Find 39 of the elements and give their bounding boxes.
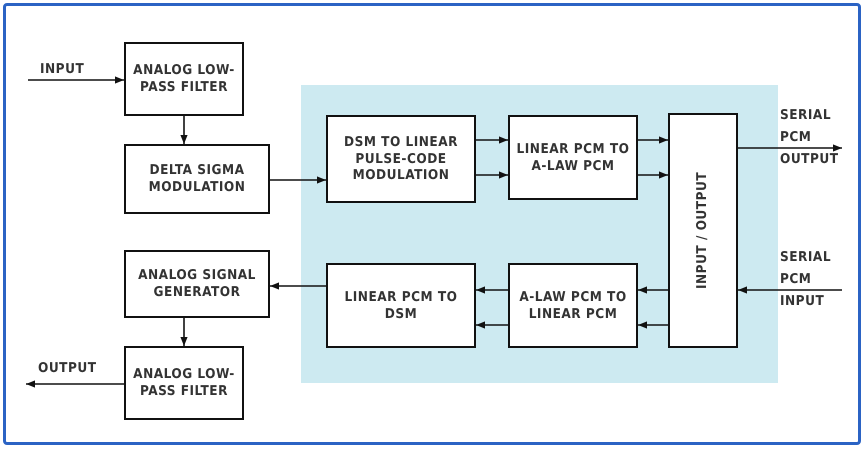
box-label: ANALOG SIGNAL GENERATOR [137,267,257,301]
box-label: DELTA SIGMA MODULATION [148,162,246,196]
shaded-region [301,85,778,383]
signal-label: OUTPUT [38,357,100,379]
arrow [476,321,508,329]
process-box [124,250,270,318]
box-label: ANALOG LOW-PASS FILTER [132,62,236,96]
signal-label: INPUT [40,58,96,80]
arrow [638,136,668,144]
arrow [476,136,508,144]
arrow [180,116,188,144]
arrow [270,282,326,290]
process-box [124,346,244,420]
signal-label: SERIAL PCM INPUT [780,246,842,312]
signal-label: SERIAL PCM OUTPUT [780,104,842,170]
box-label: ANALOG LOW-PASS FILTER [132,366,236,400]
arrow [738,144,842,152]
arrow [270,176,326,184]
arrow [476,171,508,179]
process-box [124,144,270,214]
arrow [180,318,188,346]
process-box [668,113,738,348]
arrow [638,321,668,329]
arrow [638,171,668,179]
arrow [28,76,124,84]
box-label: LINEAR PCM TO A-LAW PCM [516,140,630,174]
box-label: INPUT / OUTPUT [694,170,712,292]
box-label: A-LAW PCM TO LINEAR PCM [518,288,628,322]
process-box [124,42,244,116]
box-label: LINEAR PCM TO DSM [344,288,458,322]
arrow [738,286,842,294]
process-box [326,115,476,203]
process-box [508,263,638,348]
arrow [638,286,668,294]
box-label: DSM TO LINEAR PULSE-CODE MODULATION [343,134,459,184]
arrow [476,286,508,294]
process-box [326,263,476,348]
process-box [508,115,638,200]
arrow [26,380,124,388]
